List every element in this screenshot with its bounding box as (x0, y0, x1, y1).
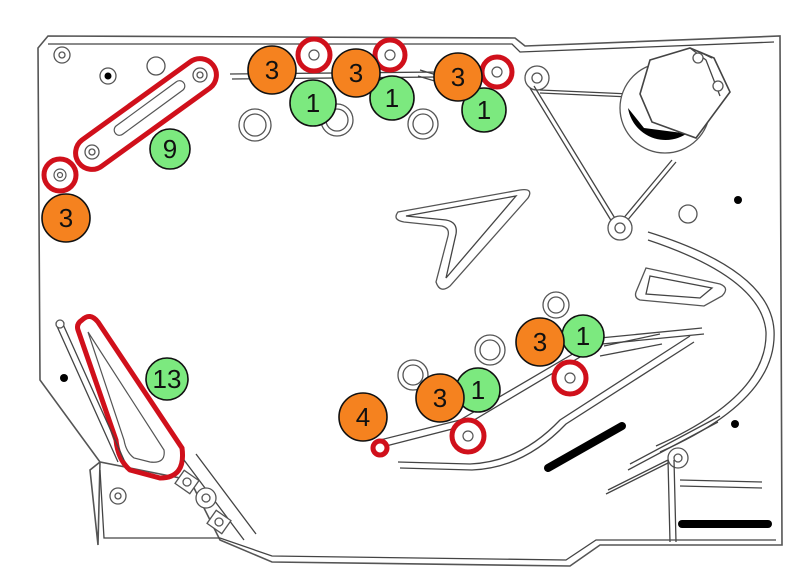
badge-3-lower-left: 3 (415, 373, 465, 423)
lower-paper-guide-bottom (397, 335, 695, 471)
chevron-guide (395, 189, 531, 290)
belt-diagonal-inner (113, 80, 186, 136)
exit-pulley-inner (673, 453, 683, 463)
red-roller-top-2-core (384, 49, 396, 61)
output-bar (544, 422, 626, 472)
red-roller-top-1-core (308, 49, 320, 61)
badge-3-top-left-circle (247, 45, 297, 95)
badge-3-lower-right: 3 (515, 317, 565, 367)
badge-3-lower-left-label: 3 (433, 383, 447, 413)
red-roller-lower-small (370, 438, 390, 458)
badge-4-label: 4 (356, 402, 370, 432)
belt-diagonal (73, 56, 219, 172)
badge-3-top-right: 3 (433, 52, 483, 102)
badge-13-circle (145, 357, 189, 401)
idler-ring-3-inner (412, 113, 434, 135)
frame-outline (37, 35, 783, 567)
chute-block-3-hole (214, 517, 224, 527)
mount-dot-right-lower (731, 420, 739, 428)
motor-bolt-2 (712, 80, 724, 92)
mount-hole-right (678, 204, 698, 224)
exit-tray-vertical (667, 459, 677, 543)
badge-3-left-circle (41, 193, 91, 243)
idler-ring-6-inner (547, 296, 565, 314)
left-guide-pin (55, 319, 65, 329)
idler-ring-4-inner (479, 339, 501, 361)
badge-9-circle (149, 128, 191, 170)
frame-bottom-outline (99, 469, 776, 561)
badge-1-top-left-label: 1 (306, 88, 320, 118)
badge-1-top-left-circle (289, 79, 337, 127)
curved-paper-path-2 (627, 415, 721, 471)
belt-vertical (75, 314, 186, 481)
curved-paper-path (647, 231, 775, 453)
badge-4: 4 (338, 392, 388, 442)
belt-vertical-inner (87, 331, 165, 463)
badge-1-lower-right: 1 (561, 314, 605, 358)
red-roller-lower-1-core (564, 372, 576, 384)
red-roller-left-axle (56, 171, 64, 179)
red-roller-top-3-core (491, 66, 503, 78)
red-roller-lower-2-core (462, 430, 474, 442)
badge-1-top-right: 1 (461, 87, 507, 133)
exit-guide (605, 457, 673, 495)
idler-ring-5-inner (402, 364, 424, 386)
badge-1-top-middle: 1 (369, 75, 415, 121)
chute-block-1-hole (182, 477, 192, 487)
badge-1-lower-right-label: 1 (576, 321, 590, 351)
badge-3-top-middle: 3 (331, 48, 381, 98)
lower-small-guide (599, 333, 663, 357)
exit-tray-arm (679, 479, 763, 489)
badge-1-lower-left-label: 1 (471, 375, 485, 405)
mount-dot-top-left-fill (104, 72, 112, 80)
badge-3-left: 3 (41, 193, 91, 243)
badge-9: 9 (149, 128, 191, 170)
badge-3-top-middle-label: 3 (349, 58, 363, 88)
idler-ring-1-inner (243, 113, 267, 137)
motor-shadow (628, 108, 700, 141)
badge-9-label: 9 (163, 134, 177, 164)
cable-left-diagonal (529, 85, 617, 223)
mount-dot-right-upper (734, 196, 742, 204)
belt-pulley-lower-inner (88, 148, 96, 156)
badge-13: 13 (145, 357, 189, 401)
mount-hole-top-left-2 (146, 56, 166, 76)
motor-bracket (639, 47, 731, 139)
cable-right-diagonal (621, 159, 677, 223)
motor-bolt-1 (692, 52, 704, 64)
mount-hole-top-left-inner (58, 51, 66, 59)
badge-3-left-label: 3 (59, 203, 73, 233)
badge-3-top-middle-circle (331, 48, 381, 98)
chute-roller-2-inner (201, 493, 211, 503)
badge-3-lower-right-label: 3 (533, 327, 547, 357)
belt-pulley-upper-inner (196, 71, 204, 79)
pulley-middle-right-inner (614, 222, 626, 234)
badge-1-top-right-label: 1 (477, 95, 491, 125)
badge-1-top-middle-circle (369, 75, 415, 121)
badge-3-top-right-circle (433, 52, 483, 102)
badge-3-top-left: 3 (247, 45, 297, 95)
frame-inner-outline (48, 41, 775, 53)
chevron-guide-inner (405, 195, 518, 279)
badge-3-top-left-label: 3 (265, 55, 279, 85)
lower-paper-guide (379, 327, 705, 447)
mount-dot-left (60, 374, 68, 382)
badge-13-label: 13 (153, 364, 182, 394)
badge-3-lower-right-circle (515, 317, 565, 367)
badge-1-lower-left: 1 (455, 367, 501, 413)
badge-3-lower-left-circle (415, 373, 465, 423)
pulley-top-right-inner (531, 72, 543, 84)
badge-3-top-right-label: 3 (451, 62, 465, 92)
badge-1-top-left: 1 (289, 79, 337, 127)
left-guide-rail (55, 321, 125, 463)
mount-hole-lower-left-inner (114, 492, 122, 500)
badge-4-circle (338, 392, 388, 442)
badge-1-top-right-circle (461, 87, 507, 133)
badge-1-top-middle-label: 1 (385, 83, 399, 113)
triangle-guide-inner (645, 275, 714, 299)
